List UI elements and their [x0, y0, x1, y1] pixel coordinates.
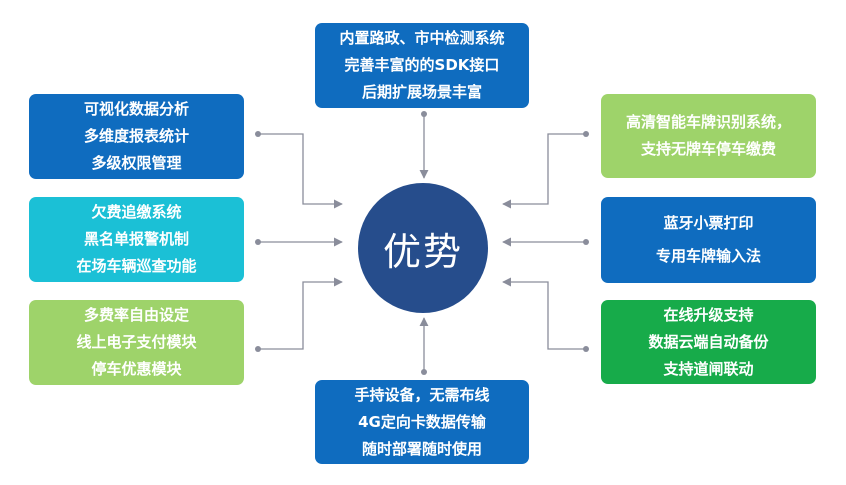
connector-dot-right2: [583, 239, 589, 245]
connector-dot-right3: [583, 346, 589, 352]
feature-box-top: 内置路政、市中检测系统 完善丰富的的SDK接口 后期扩展场景丰富: [315, 23, 529, 108]
connector-dot-left3: [255, 346, 261, 352]
feature-line: 黑名单报警机制: [83, 230, 189, 248]
feature-line: 可视化数据分析: [83, 100, 189, 118]
feature-line: 后期扩展场景丰富: [361, 83, 482, 101]
feature-line: 支持无牌车停车缴费: [640, 140, 776, 158]
connector-dot-bottom: [421, 369, 427, 375]
feature-line: 随时部署随时使用: [361, 439, 482, 458]
feature-line: 欠费追缴系统: [91, 203, 182, 221]
connector-dot-right1: [583, 131, 589, 137]
feature-box-right2: 蓝牙小票打印 专用车牌输入法: [601, 197, 816, 283]
feature-line: 高清智能车牌识别系统，: [625, 113, 791, 131]
feature-line: 蓝牙小票打印: [663, 214, 754, 232]
connector-dot-left2: [255, 239, 261, 245]
feature-box-left1: 可视化数据分析 多维度报表统计 多级权限管理: [29, 94, 244, 179]
feature-line: 停车优惠模块: [91, 360, 182, 378]
feature-box-left3: 多费率自由设定 线上电子支付模块 停车优惠模块: [29, 300, 244, 385]
feature-line: 多费率自由设定: [83, 306, 189, 324]
connector-left1: [258, 133, 343, 209]
feature-line: 线上电子支付模块: [76, 333, 197, 351]
connector-left3: [258, 277, 343, 350]
feature-box-right3: 在线升级支持 数据云端自动备份 支持道闸联动: [601, 300, 816, 384]
hub-label: 优势: [382, 229, 463, 274]
feature-line: 完善丰富的的SDK接口: [344, 56, 500, 74]
feature-box-bottom: 手持设备，无需布线 4G定向卡数据传输 随时部署随时使用: [315, 380, 529, 464]
feature-box-right1: 高清智能车牌识别系统， 支持无牌车停车缴费: [601, 94, 816, 178]
feature-line: 数据云端自动备份: [648, 332, 769, 351]
connector-dot-left1: [255, 131, 261, 137]
connector-right1: [502, 133, 586, 209]
feature-line: 在线升级支持: [663, 305, 754, 324]
feature-line: 内置路政、市中检测系统: [339, 29, 505, 47]
feature-line: 多维度报表统计: [83, 127, 189, 145]
feature-line: 4G定向卡数据传输: [358, 412, 486, 431]
feature-line: 在场车辆巡查功能: [76, 257, 197, 275]
feature-box-left2: 欠费追缴系统 黑名单报警机制 在场车辆巡查功能: [29, 197, 244, 282]
feature-line: 专用车牌输入法: [655, 247, 761, 265]
feature-line: 支持道闸联动: [663, 359, 754, 378]
feature-line: 手持设备，无需布线: [354, 385, 490, 404]
connector-right3: [502, 277, 586, 350]
hub-circle: 优势: [358, 183, 488, 313]
feature-line: 多级权限管理: [91, 154, 182, 172]
connector-dot-top: [421, 111, 427, 117]
